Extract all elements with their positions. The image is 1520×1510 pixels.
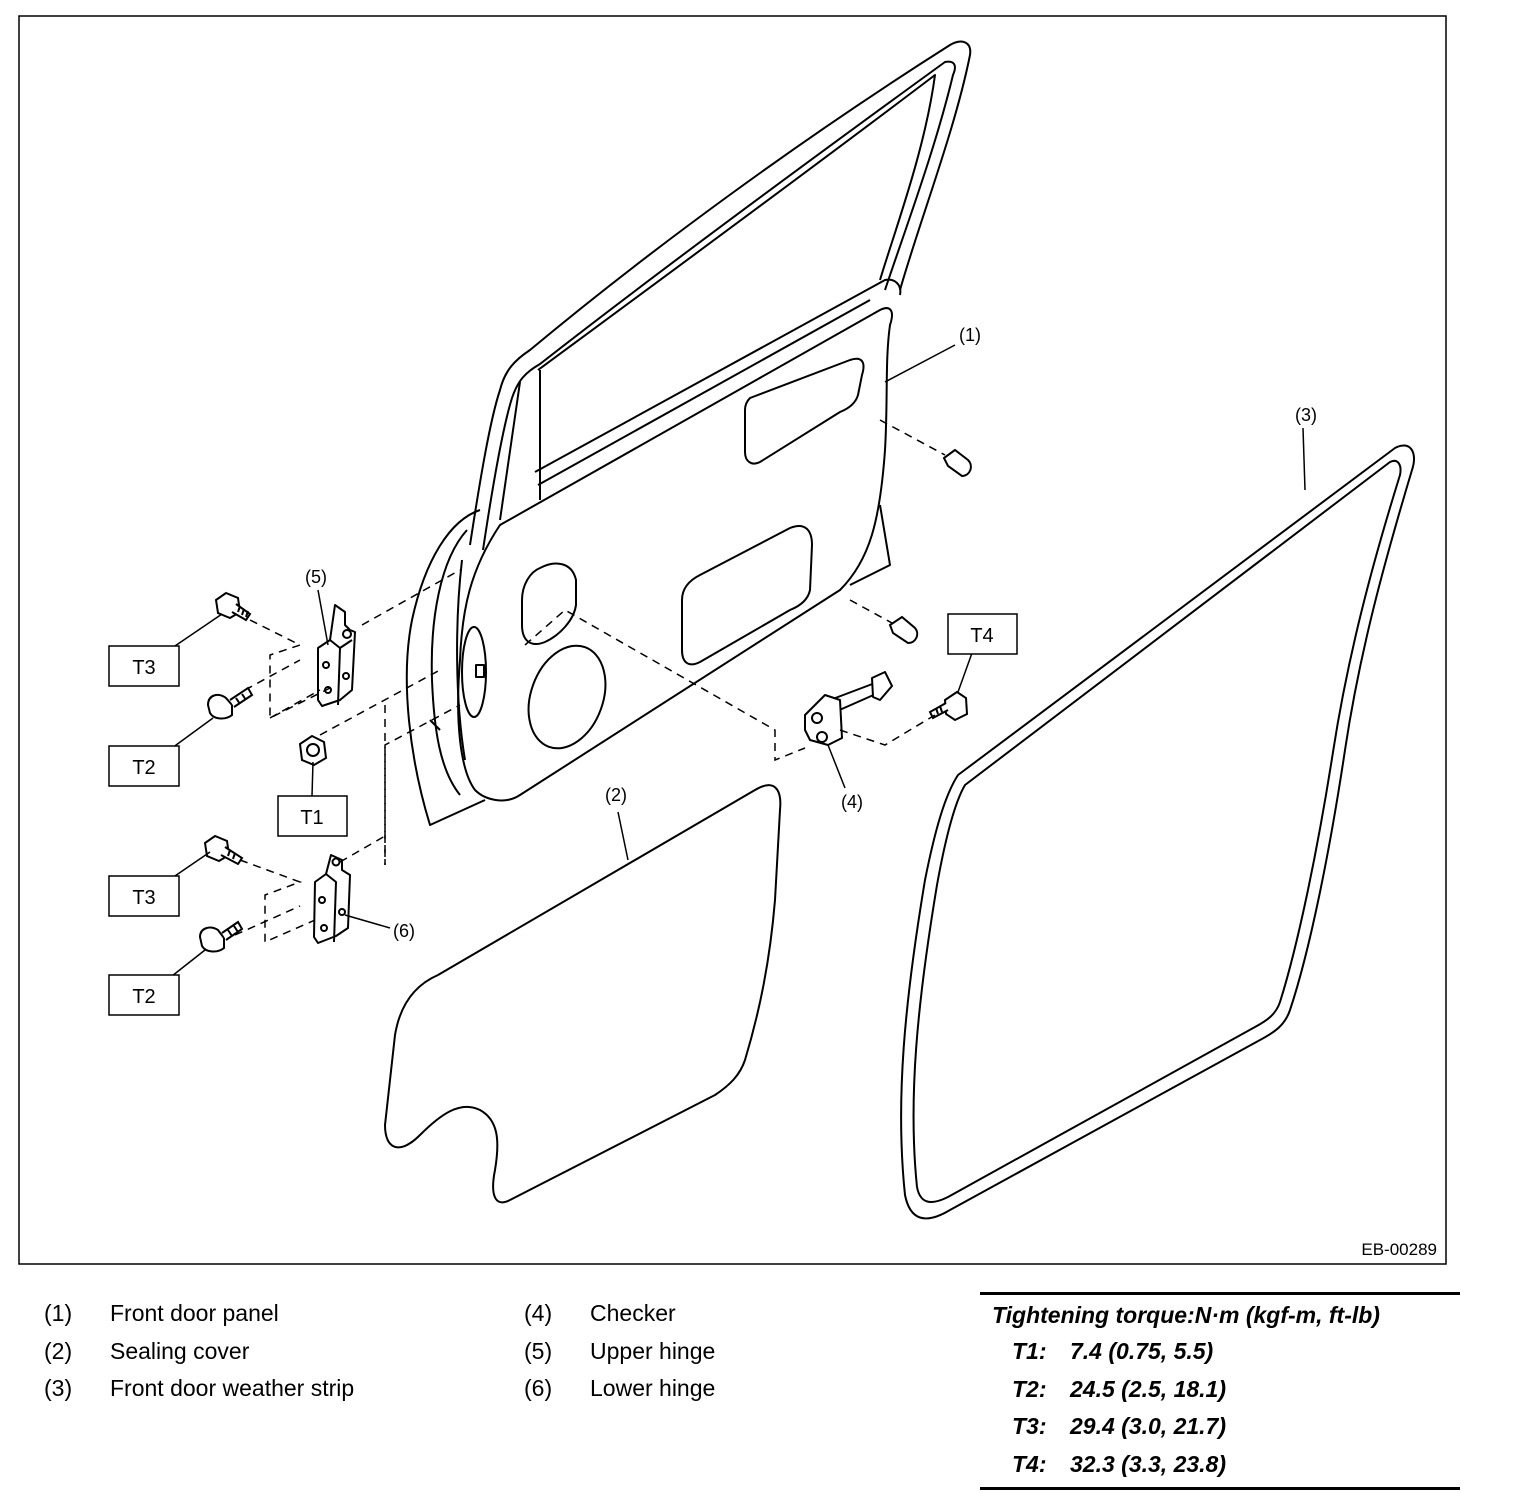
torque-value: 7.4 (0.75, 5.5) xyxy=(1070,1338,1214,1364)
torque-row: T3: 29.4 (3.0, 21.7) xyxy=(980,1408,1460,1446)
legend-num: (4) xyxy=(524,1300,553,1326)
legend-item: (5) Upper hinge xyxy=(524,1333,715,1371)
legend-label: Lower hinge xyxy=(590,1375,716,1401)
svg-text:T1: T1 xyxy=(300,807,323,829)
torque-row: T1: 7.4 (0.75, 5.5) xyxy=(980,1333,1460,1371)
bolt-t3-upper xyxy=(214,591,252,622)
legend-num: (5) xyxy=(524,1337,553,1364)
callout-checker: (4) xyxy=(841,792,863,812)
bolt-t3-lower xyxy=(203,834,244,866)
legend-label: Front door weather strip xyxy=(110,1375,355,1401)
torque-box-t3-upper: T3 xyxy=(108,645,180,687)
torque-box-t3-lower: T3 xyxy=(108,875,180,917)
callout-sealing-cover: (2) xyxy=(605,785,627,805)
callout-lower-hinge: (6) xyxy=(393,921,415,941)
door-clip-lower xyxy=(888,615,919,645)
torque-value: 29.4 (3.0, 21.7) xyxy=(1070,1413,1226,1439)
torque-box-t1: T1 xyxy=(277,795,348,837)
torque-value: 32.3 (3.3, 23.8) xyxy=(1070,1450,1226,1477)
checker xyxy=(804,671,893,746)
legend-num: (2) xyxy=(44,1337,73,1364)
callout-upper-hinge: (5) xyxy=(305,567,327,587)
legend-num: (1) xyxy=(44,1300,73,1326)
sealing-cover xyxy=(384,784,782,1204)
callout-weather-strip: (3) xyxy=(1295,405,1317,425)
torque-row: T4: 32.3 (3.3, 23.8) xyxy=(980,1446,1460,1484)
legend-label: Upper hinge xyxy=(590,1337,716,1364)
assembly-lines xyxy=(234,419,946,944)
legend-label: Sealing cover xyxy=(110,1337,250,1364)
legend-left: (1) Front door panel (2) Sealing cover (… xyxy=(44,1295,354,1408)
torque-id: T4: xyxy=(1012,1450,1047,1477)
tightening-torque-table: Tightening torque:N·m (kgf-m, ft-lb) T1:… xyxy=(980,1292,1460,1490)
torque-box-t4: T4 xyxy=(947,613,1018,655)
legend-item: (6) Lower hinge xyxy=(524,1370,715,1408)
legend-item: (4) Checker xyxy=(524,1295,715,1333)
leader-lines xyxy=(171,344,1306,977)
diagram-frame xyxy=(18,15,1447,1265)
torque-value: 24.5 (2.5, 18.1) xyxy=(1070,1375,1226,1402)
legend-num: (6) xyxy=(524,1375,553,1401)
bolt-t4 xyxy=(928,690,969,722)
nut-t1 xyxy=(298,734,328,767)
svg-text:T2: T2 xyxy=(132,757,155,779)
callout-front-door-panel: (1) xyxy=(959,325,981,345)
legend-item: (1) Front door panel xyxy=(44,1295,354,1333)
legend-item: (2) Sealing cover xyxy=(44,1333,354,1371)
legend-label: Front door panel xyxy=(110,1300,279,1326)
svg-text:T4: T4 xyxy=(970,625,993,647)
svg-text:T3: T3 xyxy=(132,887,155,909)
svg-text:T3: T3 xyxy=(132,657,155,679)
door-clip-upper xyxy=(942,448,972,478)
torque-table-title: Tightening torque:N·m (kgf-m, ft-lb) xyxy=(992,1302,1380,1328)
bolt-t2-lower xyxy=(198,920,244,953)
torque-box-t2-upper: T2 xyxy=(108,745,180,787)
svg-text:T2: T2 xyxy=(132,986,155,1008)
torque-id: T2: xyxy=(1012,1375,1047,1402)
bolt-t2-upper xyxy=(206,686,254,720)
torque-row: T2: 24.5 (2.5, 18.1) xyxy=(980,1371,1460,1409)
torque-id: T3: xyxy=(1012,1413,1047,1439)
lower-hinge xyxy=(313,854,351,944)
torque-id: T1: xyxy=(1012,1338,1047,1364)
front-door-weather-strip xyxy=(900,444,1415,1220)
exploded-door-diagram: (1) (2) (3) (4) (5) (6) T3 T2 T1 T4 T3 T… xyxy=(18,15,1447,1265)
legend-right: (4) Checker (5) Upper hinge (6) Lower hi… xyxy=(524,1295,715,1408)
front-door-panel xyxy=(405,40,972,826)
torque-box-t2-lower: T2 xyxy=(108,974,180,1016)
legend-num: (3) xyxy=(44,1375,73,1401)
legend-label: Checker xyxy=(590,1300,676,1326)
legend-item: (3) Front door weather strip xyxy=(44,1370,354,1408)
figure-id: EB-00289 xyxy=(1361,1240,1437,1259)
